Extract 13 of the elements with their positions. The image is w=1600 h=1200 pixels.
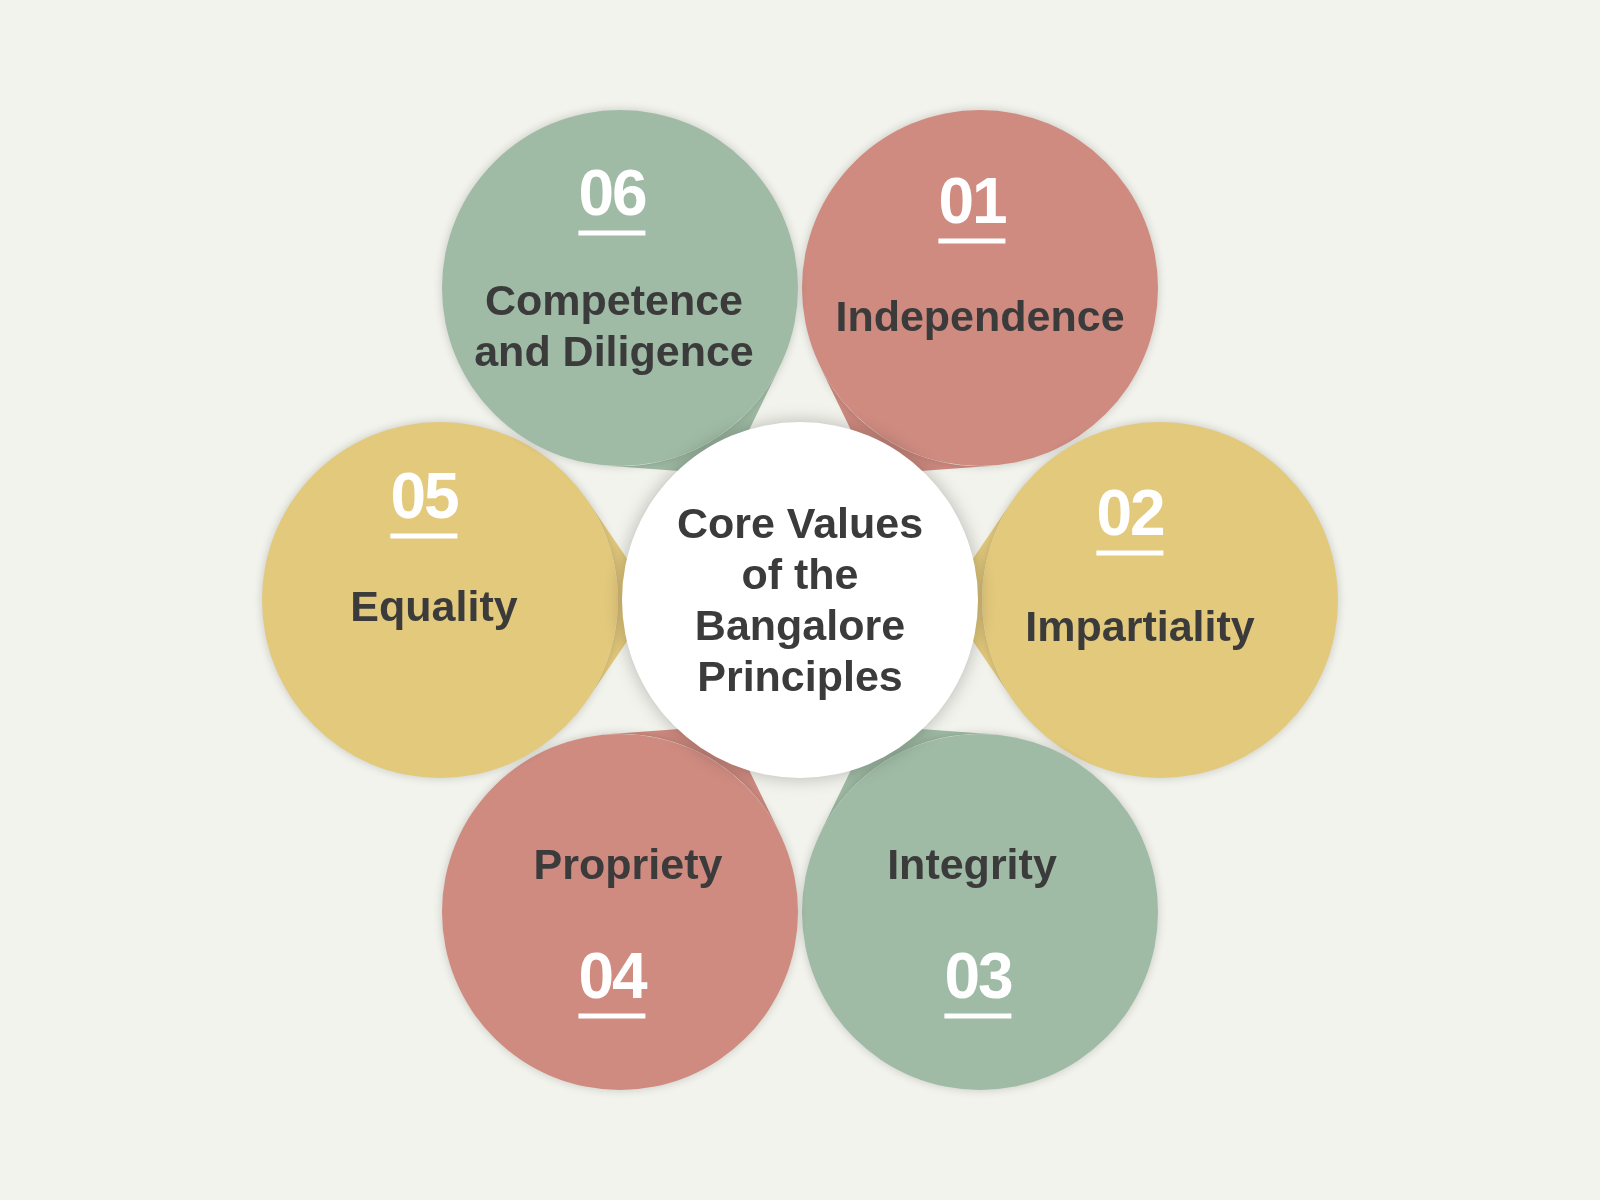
center-title: Core Values of the Bangalore Principles <box>675 498 925 702</box>
petal-label: Equality <box>349 580 519 632</box>
petal-label: Independence <box>834 290 1126 342</box>
number-label: 02 <box>1096 480 1164 556</box>
petal-label: Propriety <box>532 838 724 890</box>
petal-label: Impartiality <box>1024 600 1256 652</box>
number-label: 03 <box>944 943 1012 1019</box>
number-label: 05 <box>390 463 458 539</box>
petal-label: Competence and Diligence <box>473 275 755 378</box>
petal-label: Integrity <box>886 838 1058 890</box>
number-label: 01 <box>938 168 1006 244</box>
number-label: 06 <box>578 160 646 236</box>
number-label: 04 <box>578 943 646 1019</box>
